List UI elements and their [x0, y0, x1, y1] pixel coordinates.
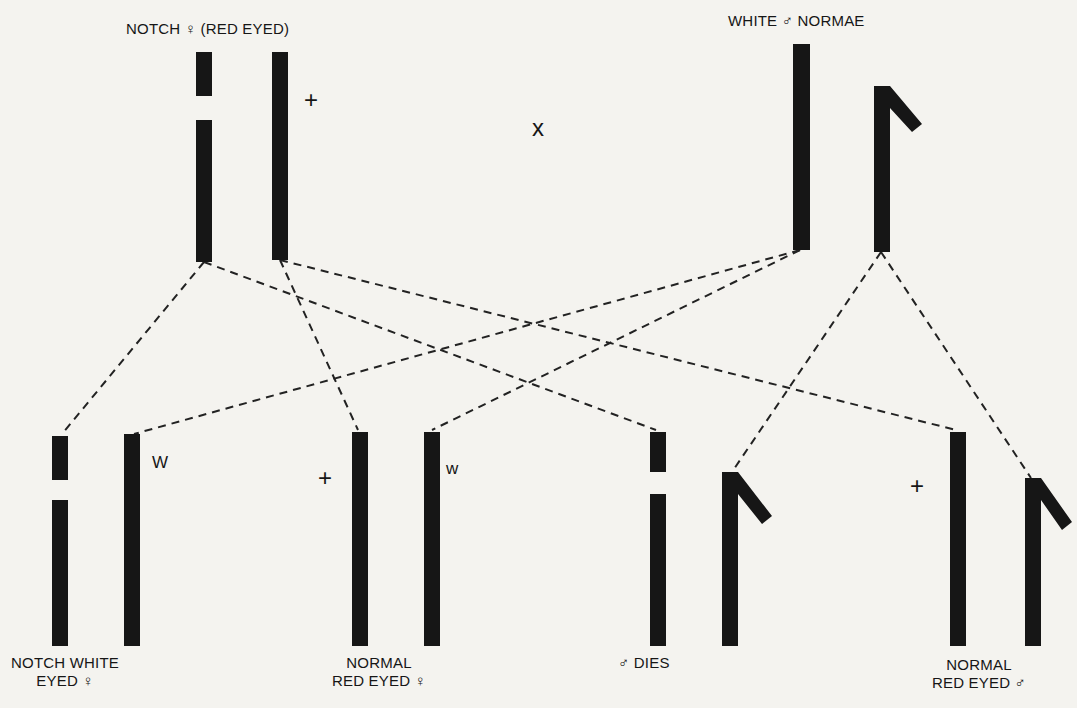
parent-label: NOTCH ♀ (RED EYED)	[126, 20, 289, 38]
notched-x-chromosome	[52, 436, 68, 480]
x-chromosome	[124, 434, 140, 646]
cross-symbol: x	[532, 114, 544, 142]
dashed-line	[432, 250, 800, 430]
allele-symbol: W	[152, 452, 168, 473]
dashed-line	[62, 262, 204, 434]
notched-x-chromosome	[52, 500, 68, 646]
dashed-line	[204, 262, 656, 430]
inheritance-lines	[62, 250, 1031, 478]
dashed-line	[732, 252, 881, 472]
offspring-label: ♂ DIES	[618, 654, 670, 672]
parent-label: WHITE ♂ NORMAE	[728, 12, 865, 30]
notched-x-chromosome	[196, 52, 212, 96]
dashed-line	[134, 250, 800, 434]
notched-x-chromosome	[650, 432, 666, 472]
allele-symbol: +	[910, 472, 924, 500]
dashed-line	[280, 260, 358, 430]
dashed-line	[280, 260, 956, 430]
x-chromosome	[352, 432, 368, 646]
offspring-label: NOTCH WHITE EYED ♀	[4, 654, 126, 690]
allele-symbol: +	[304, 86, 318, 114]
offspring-label: NORMAL RED EYED ♂	[930, 656, 1028, 692]
x-chromosome	[424, 432, 440, 646]
y-chromosome	[1025, 478, 1072, 646]
y-chromosome	[874, 86, 922, 252]
x-chromosome	[272, 52, 288, 260]
chromosomes	[52, 44, 1072, 646]
notched-x-chromosome	[650, 494, 666, 646]
x-chromosome	[793, 44, 810, 250]
notched-x-chromosome	[196, 120, 212, 262]
allele-symbol: +	[318, 464, 332, 492]
x-chromosome	[950, 432, 966, 646]
offspring-label: NORMAL RED EYED ♀	[330, 654, 428, 690]
allele-symbol: w	[446, 458, 458, 479]
y-chromosome	[722, 472, 772, 646]
